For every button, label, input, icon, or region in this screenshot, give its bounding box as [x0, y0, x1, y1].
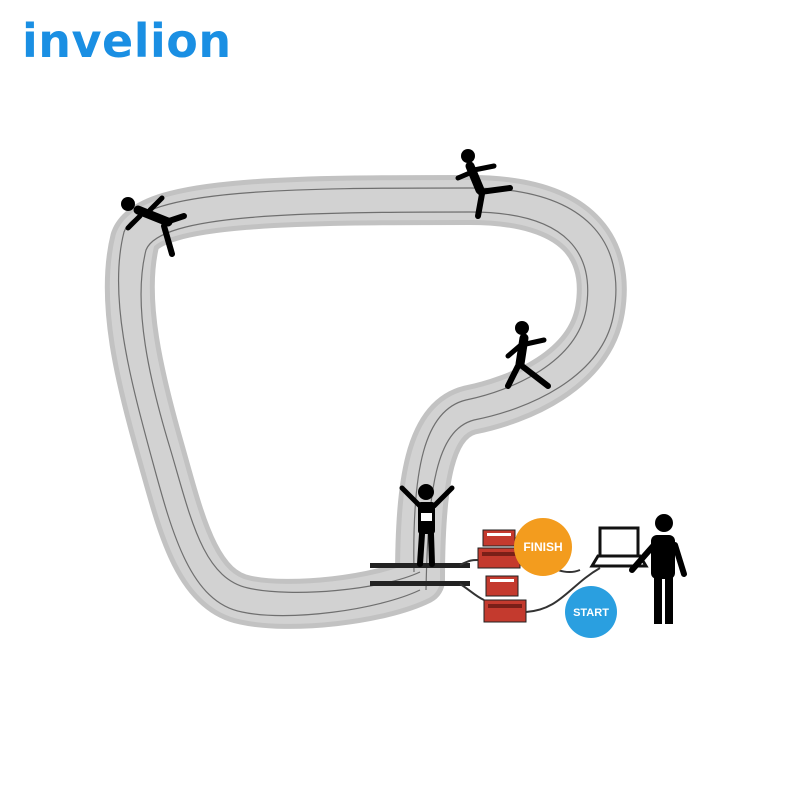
operator-icon [629, 514, 687, 624]
race-track [104, 175, 627, 629]
start-label: START [573, 607, 609, 619]
rfid-reader-icon [483, 575, 527, 623]
rfid-reader-icon [477, 529, 521, 569]
brand-logo: invelion [22, 14, 232, 68]
runner-icon [121, 195, 187, 257]
runner-icon [505, 321, 551, 389]
finish-label: FINISH [523, 540, 562, 554]
finish-runner-icon [399, 484, 455, 567]
start-line [370, 581, 470, 586]
start-badge: START [565, 586, 617, 638]
runner-icon [455, 149, 513, 219]
finish-badge: FINISH [514, 518, 572, 576]
laptop-icon [589, 526, 649, 568]
